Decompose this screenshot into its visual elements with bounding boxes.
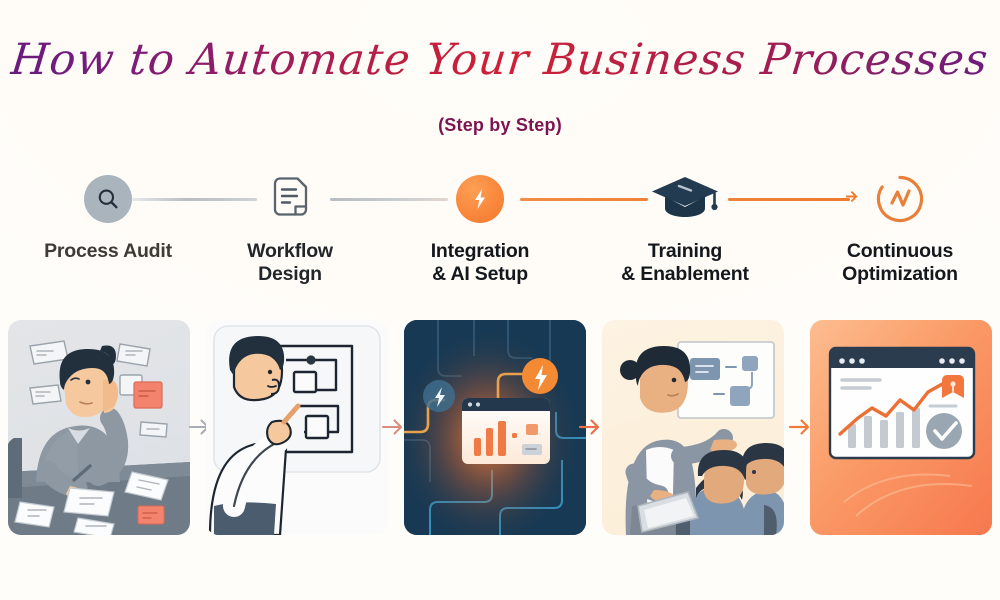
process-audit-illustration xyxy=(8,320,190,535)
step-1-label: Process Audit xyxy=(44,240,172,262)
step-5-label-line2: Optimization xyxy=(842,263,958,285)
step-4-training-enablement[interactable]: Training & Enablement xyxy=(585,168,785,286)
connector-3-4 xyxy=(520,198,648,201)
panel-arrow-2 xyxy=(381,419,403,435)
step-1-icon-wrap xyxy=(8,168,208,230)
step-3-label-line1: Integration xyxy=(430,240,530,262)
step-5-label-line1: Continuous xyxy=(846,240,954,262)
step-3-label: Integration & AI Setup xyxy=(380,240,580,286)
step-2-label: Workflow Design xyxy=(190,240,390,286)
refresh-trend-icon xyxy=(876,175,924,223)
step-3-label-line2: & AI Setup xyxy=(432,263,528,285)
step-5-label: Continuous Optimization xyxy=(800,240,1000,286)
step-3-integration-ai-setup[interactable]: Integration & AI Setup xyxy=(380,168,580,286)
training-enablement-illustration xyxy=(602,320,784,535)
illustration-strip xyxy=(0,320,1000,535)
panel-arrow-3 xyxy=(578,419,600,435)
magnifier-icon xyxy=(84,175,132,223)
step-4-label-line1: Training xyxy=(647,240,723,262)
step-1-process-audit[interactable]: Process Audit xyxy=(8,168,208,263)
graduation-cap-icon xyxy=(652,177,718,217)
title-container: How to Automate Your Business Processes xyxy=(0,35,1000,85)
step-5-icon-wrap xyxy=(800,168,1000,230)
panel-arrow-4 xyxy=(788,419,810,435)
lightning-bolt-icon xyxy=(456,175,504,223)
page-subtitle: (Step by Step) xyxy=(438,115,562,135)
document-icon xyxy=(273,177,308,216)
step-2-workflow-design[interactable]: Workflow Design xyxy=(190,168,390,286)
connector-2-3 xyxy=(330,198,448,201)
step-2-icon-wrap xyxy=(190,168,390,230)
page-title: How to Automate Your Business Processes xyxy=(8,35,992,85)
continuous-optimization-illustration xyxy=(810,320,992,535)
step-4-label: Training & Enablement xyxy=(585,240,785,286)
connector-arrowhead-icon xyxy=(846,191,858,202)
step-4-icon-wrap xyxy=(585,168,785,230)
connector-4-5 xyxy=(728,198,850,201)
step-4-label-line2: & Enablement xyxy=(621,263,749,285)
step-2-label-line1: Workflow xyxy=(247,240,333,262)
workflow-design-illustration xyxy=(206,320,388,535)
step-5-continuous-optimization[interactable]: Continuous Optimization xyxy=(800,168,1000,286)
connector-1-2 xyxy=(132,198,257,201)
step-3-icon-wrap xyxy=(380,168,580,230)
step-2-label-line2: Design xyxy=(258,263,322,285)
integration-ai-setup-illustration xyxy=(404,320,586,535)
step-rail: Process Audit Workflow Design xyxy=(0,168,1000,308)
